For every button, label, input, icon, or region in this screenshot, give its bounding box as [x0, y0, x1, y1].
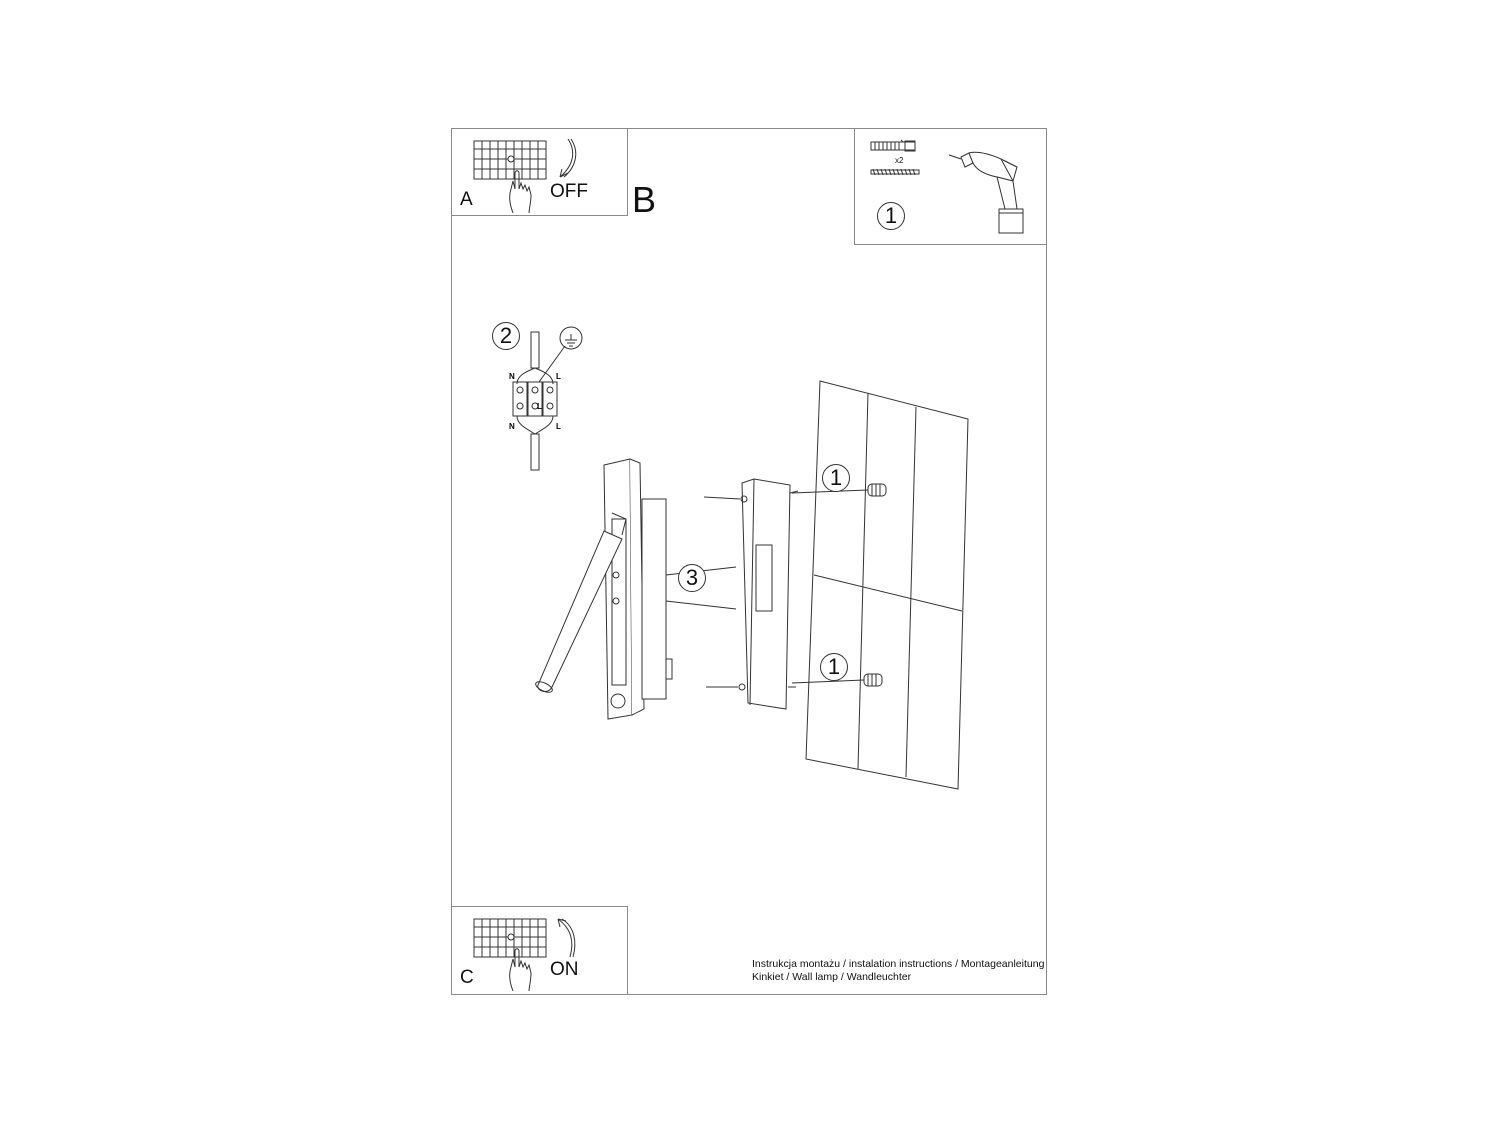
- caption-line-1: Instrukcja montażu / instalation instruc…: [752, 958, 1045, 970]
- step-1-callout: 1: [877, 202, 905, 230]
- step-b-letter: B: [632, 179, 657, 220]
- step-a-letter: A: [460, 189, 473, 210]
- hand-icon: [509, 948, 532, 992]
- wire-label-n-bottom: N: [509, 422, 515, 431]
- callout-1-top: 1: [822, 464, 850, 492]
- instruction-sheet: OFF A B x2 1 2: [451, 128, 1047, 995]
- caption: Instrukcja montażu / instalation instruc…: [752, 958, 1044, 984]
- terminal-block-icon: [512, 326, 583, 471]
- callout-3: 3: [678, 564, 706, 592]
- step-c-letter: C: [460, 967, 474, 988]
- quantity-label: x2: [895, 156, 904, 165]
- wire-label-l-bottom: L: [556, 422, 561, 431]
- switch-off-label: OFF: [550, 181, 588, 202]
- switch-on-label: ON: [550, 959, 579, 980]
- wire-label-n-top: N: [509, 372, 515, 381]
- wire-label-center: L: [537, 402, 542, 411]
- panel-a-switch-off: OFF A: [451, 128, 628, 216]
- wall-plug-icon: [870, 139, 916, 152]
- wall-tiles: [805, 380, 969, 790]
- circuit-breaker-panel-icon: [473, 140, 547, 180]
- panel-c-switch-on: ON C: [451, 906, 628, 995]
- tools-panel: x2 1: [854, 128, 1047, 245]
- hand-icon: [509, 170, 532, 214]
- wire-label-l-top: L: [556, 372, 561, 381]
- circuit-breaker-panel-icon: [473, 918, 547, 958]
- caption-line-2: Kinkiet / Wall lamp / Wandleuchter: [752, 971, 912, 983]
- drill-icon: [948, 151, 1024, 234]
- arrow-up-curved-icon: [557, 918, 576, 958]
- step-2-callout: 2: [492, 322, 520, 350]
- callout-1-bottom: 1: [820, 653, 848, 681]
- wall-lamp-exploded-view: [535, 380, 969, 790]
- arrow-down-curved-icon: [559, 138, 577, 178]
- screw-icon: [870, 168, 920, 176]
